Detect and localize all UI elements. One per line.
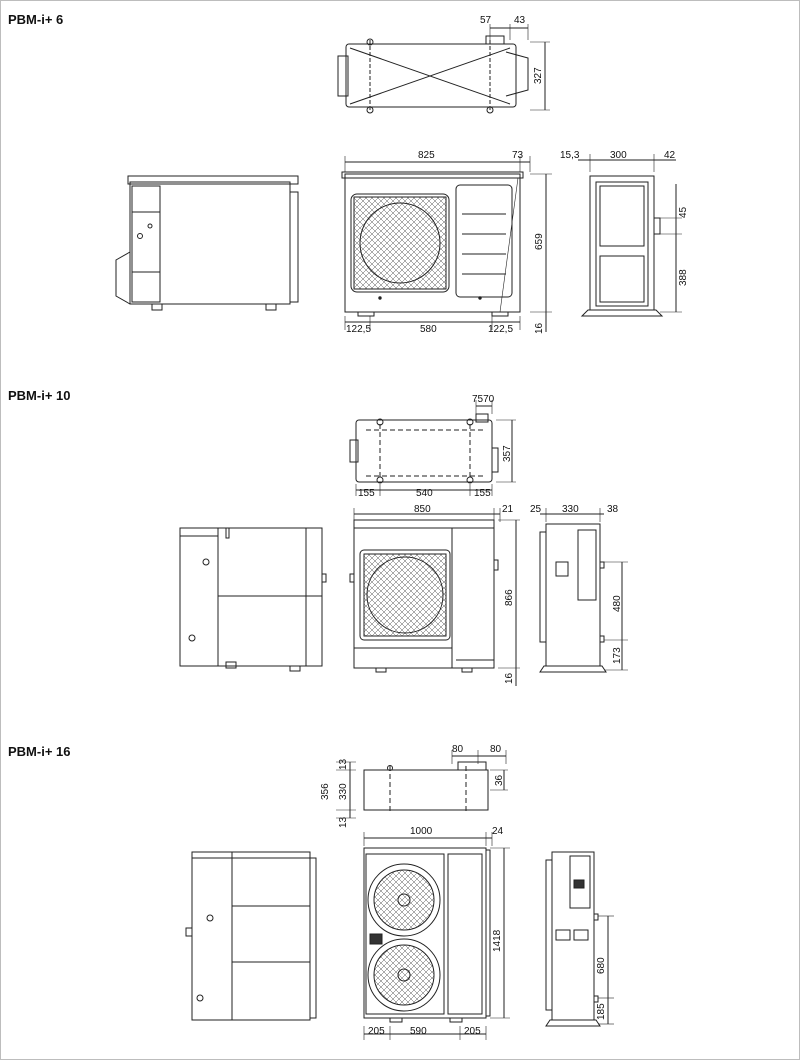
dim-s3-side-680: 680	[596, 957, 607, 974]
dim-s1-front-height: 659	[534, 233, 545, 250]
dim-s3-front-width: 1000	[410, 826, 433, 837]
section-title-pbm-10: PBM-i+ 10	[8, 388, 71, 403]
dim-s3-front-mid: 590	[410, 1026, 427, 1037]
pbm6-top-view	[337, 24, 550, 114]
section-title-pbm-16: PBM-i+ 16	[8, 744, 71, 759]
dim-s3-side-185: 185	[596, 1003, 607, 1020]
dim-s2-front-21: 21	[502, 504, 514, 515]
pbm6-side-view	[578, 154, 682, 317]
dim-s3-top-80a: 80	[452, 744, 464, 755]
dim-s2-top-depth: 357	[502, 445, 513, 462]
dim-s1-front-width: 825	[418, 150, 435, 161]
dim-s2-top-r: 155	[474, 488, 491, 499]
dim-s2-top-l: 155	[358, 488, 375, 499]
pbm6-front-view	[341, 156, 552, 332]
pbm10-front-view	[349, 508, 520, 686]
pbm16-rear-view	[185, 851, 317, 1021]
dim-s3-top-36: 36	[494, 774, 505, 786]
dim-s3-top-356: 356	[320, 783, 331, 800]
pbm10-rear-view	[179, 527, 327, 672]
dim-s1-side-45: 45	[678, 206, 689, 218]
dim-s1-side-388: 388	[678, 269, 689, 286]
dim-s3-top-80b: 80	[490, 744, 502, 755]
pbm10-top-view	[349, 400, 516, 496]
dim-s1-top-depth: 327	[533, 67, 544, 84]
dim-s3-front-bl: 205	[368, 1026, 385, 1037]
dim-s3-top-13a: 13	[338, 758, 349, 770]
pbm10-side-view	[539, 508, 628, 673]
dim-s1-side-300: 300	[610, 150, 627, 161]
dim-s3-front-height: 1418	[492, 929, 503, 952]
dim-s2-side-38: 38	[607, 504, 619, 515]
dim-s1-front-foot: 16	[534, 322, 545, 334]
dim-s2-front-foot: 16	[504, 672, 515, 684]
dim-s2-side-330: 330	[562, 504, 579, 515]
dim-s1-front-73: 73	[512, 150, 524, 161]
dim-s3-front-br: 205	[464, 1026, 481, 1037]
dim-s2-side-173: 173	[612, 647, 623, 664]
dim-s2-front-width: 850	[414, 504, 431, 515]
dim-s3-front-24: 24	[492, 826, 504, 837]
section-title-pbm-6: PBM-i+ 6	[8, 12, 64, 27]
dim-s1-front-br: 122,5	[488, 324, 513, 335]
pbm16-front-view	[363, 832, 510, 1040]
dim-s2-top-mid: 540	[416, 488, 433, 499]
pbm16-top-view	[336, 750, 508, 819]
dim-s2-top-7570: 7570	[472, 394, 495, 405]
dim-s1-side-153: 15,3	[560, 150, 580, 161]
dim-s2-side-480: 480	[612, 595, 623, 612]
dim-s1-front-mid: 580	[420, 324, 437, 335]
dim-s1-top-57: 57	[480, 15, 492, 26]
dim-s3-top-13b: 13	[338, 816, 349, 828]
dim-s3-top-330: 330	[338, 783, 349, 800]
pbm6-rear-view	[115, 175, 299, 311]
dim-s1-top-43: 43	[514, 15, 526, 26]
dim-s2-front-height: 866	[504, 589, 515, 606]
dim-s1-side-42: 42	[664, 150, 676, 161]
dim-s2-side-25: 25	[530, 504, 542, 515]
dim-s1-front-bl: 122,5	[346, 324, 371, 335]
pbm16-side-view	[545, 851, 614, 1027]
